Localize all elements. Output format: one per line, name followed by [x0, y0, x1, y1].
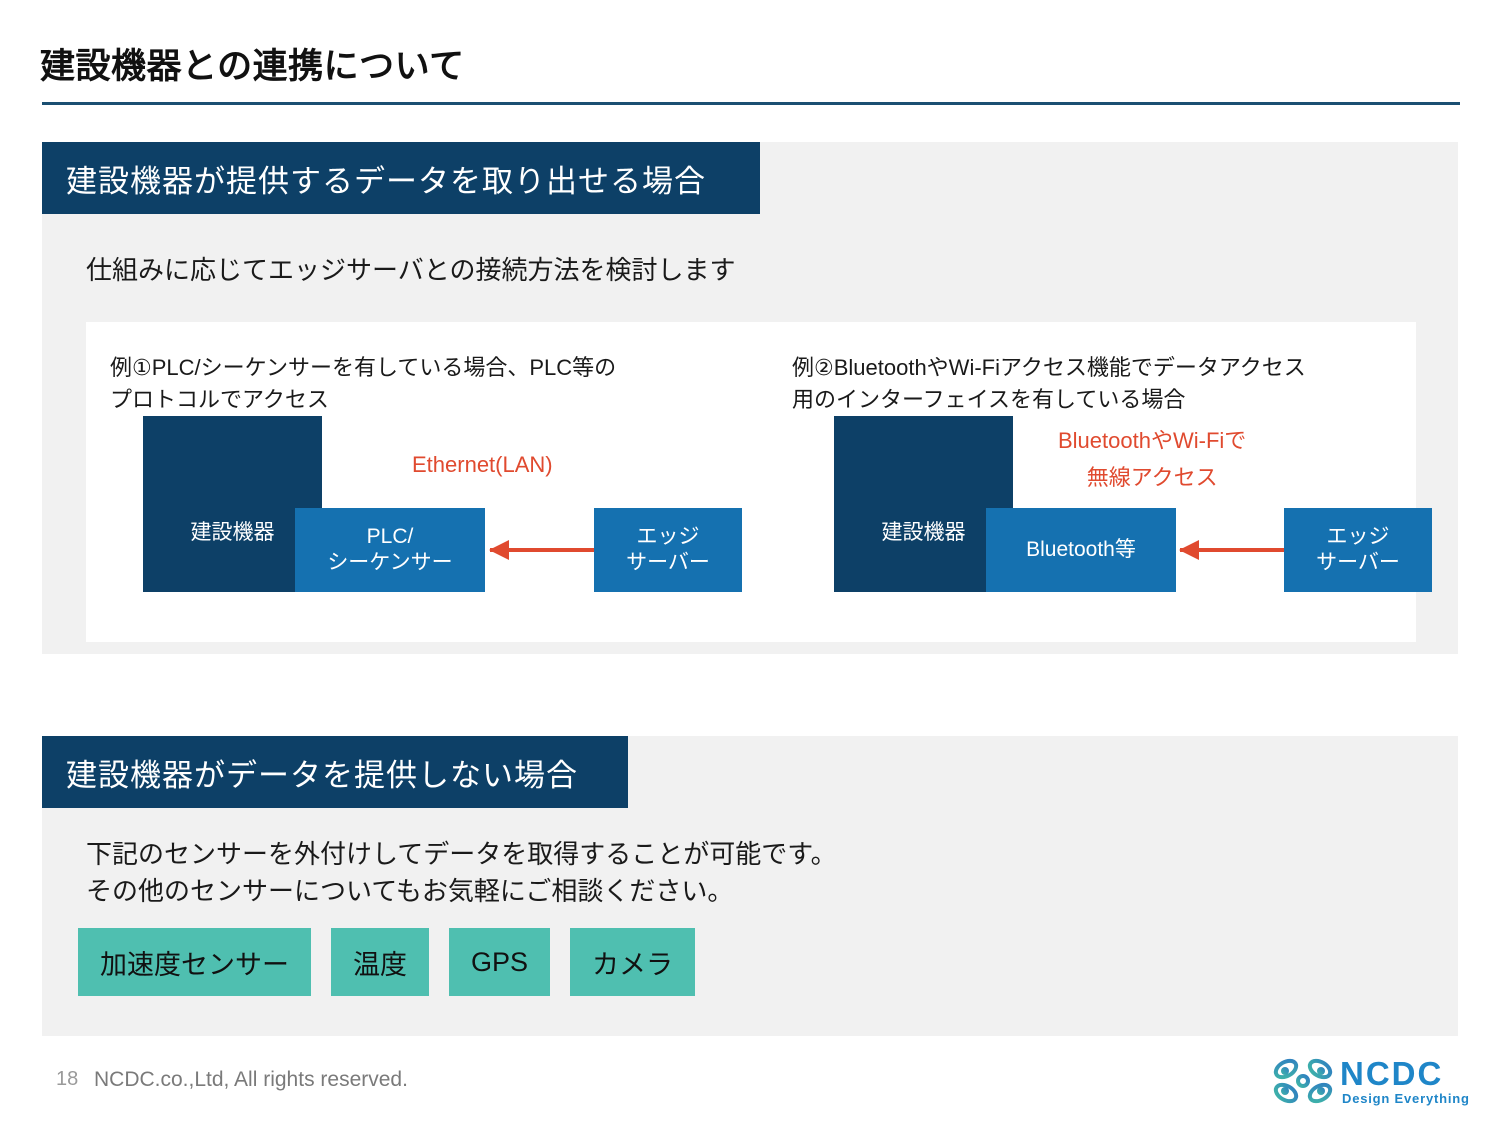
sensor-chip[interactable]: GPS [449, 928, 551, 996]
section-one-header: 建設機器が提供するデータを取り出せる場合 [42, 142, 760, 214]
example-1-note-line1: Ethernet(LAN) [412, 452, 553, 477]
ncdc-butterfly-icon [1273, 1058, 1333, 1104]
example-1-caption-line2: プロトコルでアクセス [110, 386, 329, 412]
section-two-panel: 建設機器がデータを提供しない場合 下記のセンサーを外付けしてデータを取得すること… [42, 736, 1458, 1036]
section-two-header: 建設機器がデータを提供しない場合 [42, 736, 628, 808]
example-card-1: 例①PLC/シーケンサーを有している場合、PLC等の プロトコルでアクセス 建設… [86, 322, 772, 642]
example-2-connection-arrow-icon [1179, 540, 1284, 560]
page-title: 建設機器との連携について [40, 47, 465, 86]
section-one-lead: 仕組みに応じてエッジサーバとの接続方法を検討します [86, 255, 736, 285]
example-1-device-box: 建設機器 [143, 416, 322, 592]
example-2-interface-box: Bluetooth等 [986, 508, 1176, 592]
page-number: 18 [56, 1068, 79, 1090]
example-1-connection-arrow-icon [489, 540, 594, 560]
ncdc-logo: NCDC Design Everything [1272, 1053, 1469, 1115]
ncdc-wordmark: NCDC [1340, 1055, 1444, 1092]
ncdc-tagline: Design Everything [1342, 1091, 1470, 1106]
example-2-device-label: 建設機器 [881, 520, 966, 544]
example-2-device-box: 建設機器 [834, 416, 1013, 592]
example-1-interface-box: PLC/ シーケンサー [295, 508, 485, 592]
title-divider [42, 102, 1460, 105]
section-two-lead-line2: その他のセンサーについてもお気軽にご相談ください。 [86, 875, 734, 906]
example-2-interface-label-line1: Bluetooth等 [1026, 537, 1136, 561]
example-card-2: 例②BluetoothやWi-Fiアクセス機能でデータアクセス 用のインターフェ… [768, 322, 1432, 642]
example-2-note-line1: BluetoothやWi-Fiで [1058, 428, 1247, 453]
example-2-caption-line2: 用のインターフェイスを有している場合 [792, 386, 1186, 412]
sensor-chip[interactable]: 加速度センサー [78, 928, 311, 996]
sensor-chip-row: 加速度センサー 温度 GPS カメラ [78, 928, 696, 996]
example-1-connection-note: Ethernet(LAN) [412, 446, 553, 483]
example-1-device-label: 建設機器 [190, 520, 275, 544]
copyright-text: NCDC.co.,Ltd, All rights reserved. [94, 1068, 408, 1091]
example-2-edge-label-line1: エッジ [1326, 524, 1390, 548]
example-2-edge-label-line2: サーバー [1316, 551, 1400, 574]
example-1-interface-label-line1: PLC/ [366, 524, 414, 548]
section-two-lead-line1: 下記のセンサーを外付けしてデータを取得することが可能です。 [86, 839, 837, 869]
section-one-panel: 建設機器が提供するデータを取り出せる場合 仕組みに応じてエッジサーバとの接続方法… [42, 142, 1458, 654]
sensor-chip[interactable]: カメラ [570, 928, 696, 996]
example-1-interface-label-line2: シーケンサー [327, 551, 453, 574]
example-1-edge-label-line1: エッジ [636, 524, 700, 548]
example-1-caption-line1: 例①PLC/シーケンサーを有している場合、PLC等の [110, 355, 617, 380]
example-1-edge-server-box: エッジ サーバー [594, 508, 742, 592]
example-2-caption: 例②BluetoothやWi-Fiアクセス機能でデータアクセス 用のインターフェ… [792, 352, 1306, 416]
sensor-chip[interactable]: 温度 [331, 928, 429, 996]
example-1-edge-label-line2: サーバー [626, 551, 710, 574]
example-2-edge-server-box: エッジ サーバー [1284, 508, 1432, 592]
example-2-note-line2: 無線アクセス [1086, 465, 1218, 491]
example-2-caption-line1: 例②BluetoothやWi-Fiアクセス機能でデータアクセス [792, 355, 1306, 380]
example-1-caption: 例①PLC/シーケンサーを有している場合、PLC等の プロトコルでアクセス [110, 352, 616, 416]
section-two-lead: 下記のセンサーを外付けしてデータを取得することが可能です。 その他のセンサーにつ… [86, 836, 837, 910]
example-2-connection-note: BluetoothやWi-Fiで 無線アクセス [1058, 422, 1246, 497]
